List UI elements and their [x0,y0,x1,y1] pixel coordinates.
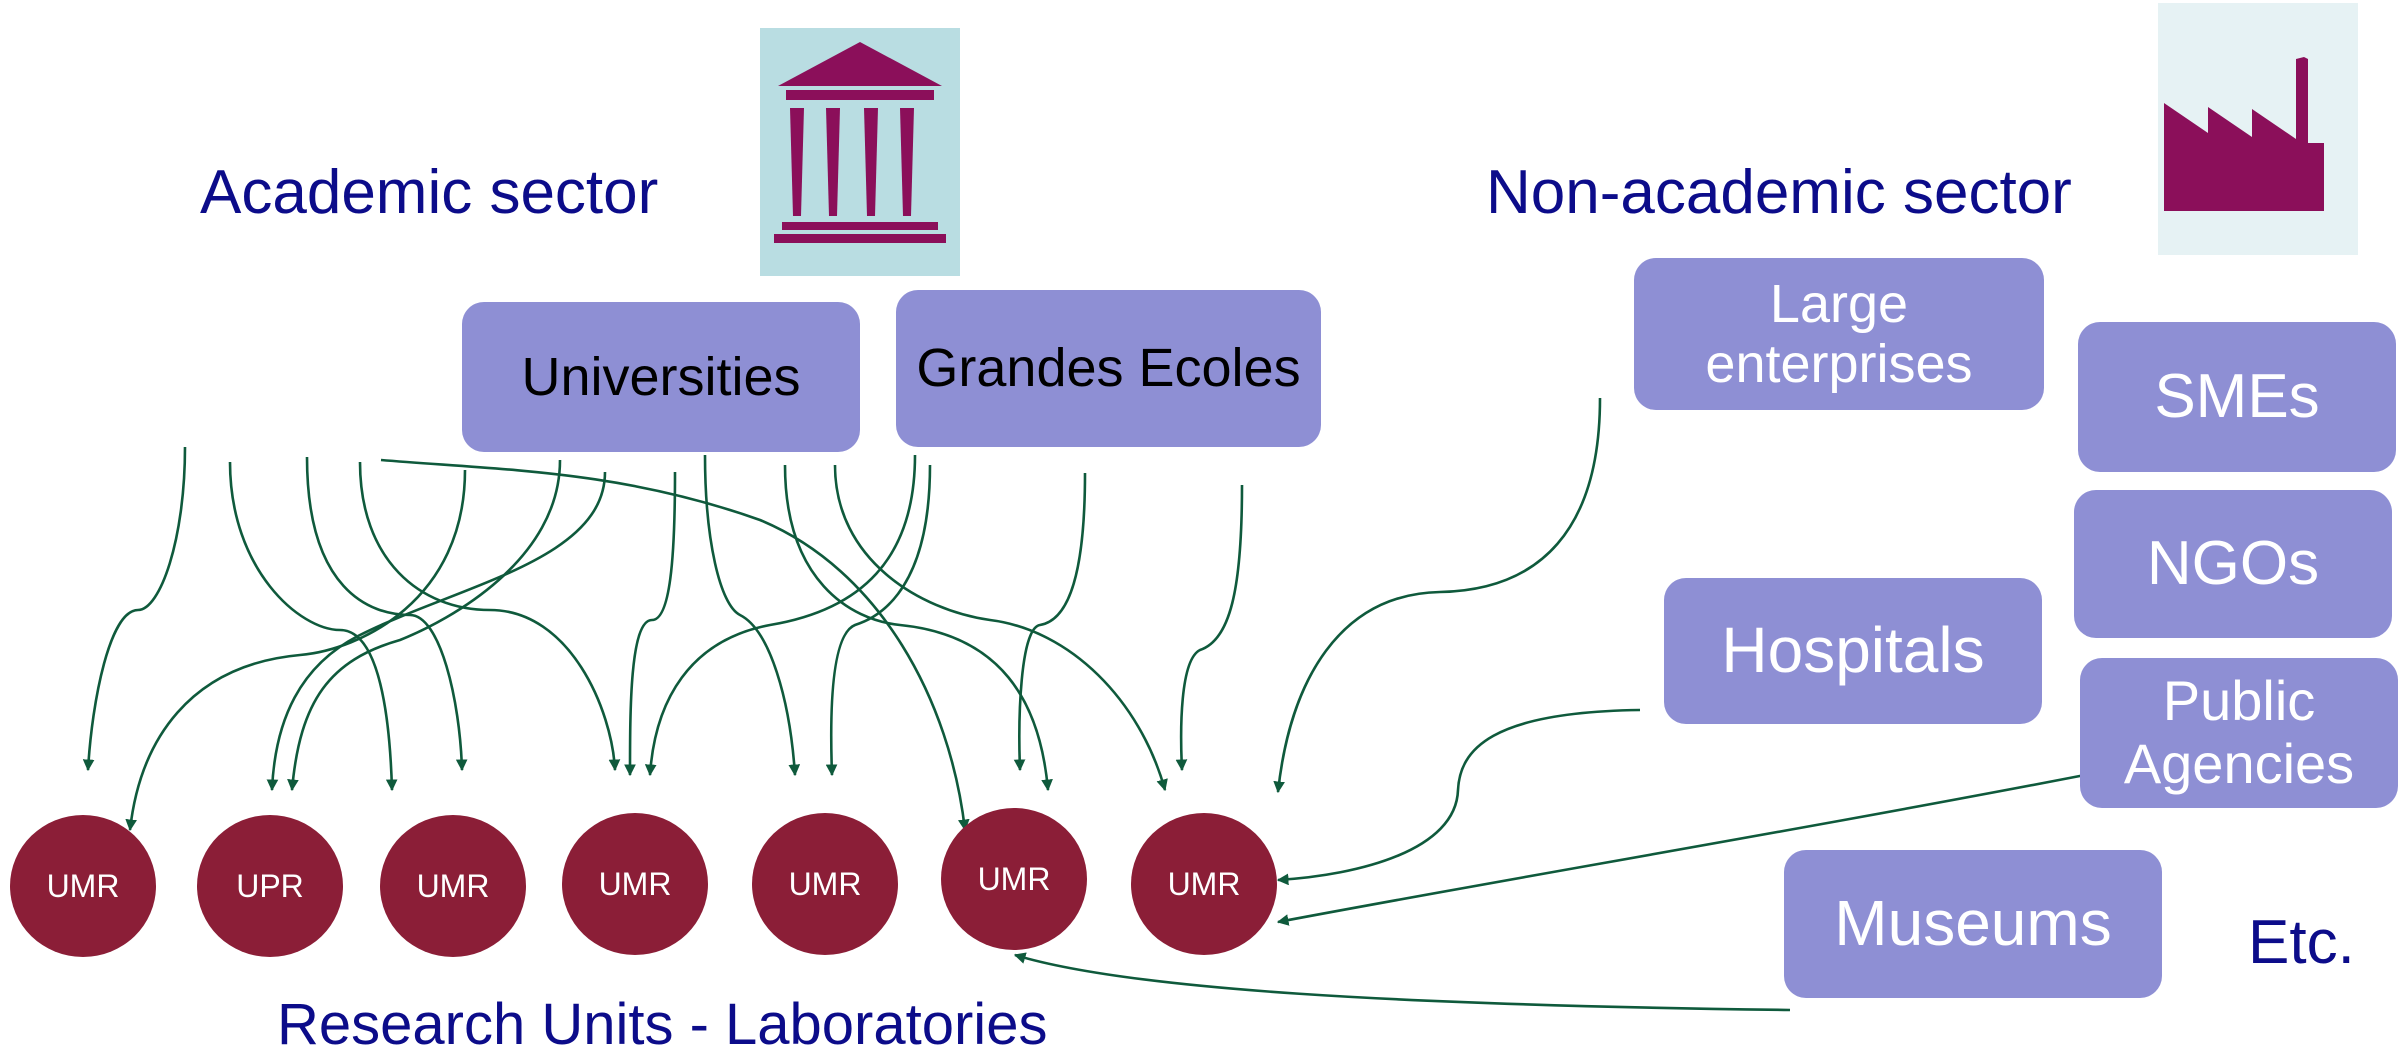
ngos-label: NGOs [2146,529,2320,599]
arrow [228,461,398,792]
factory-icon [2158,3,2358,260]
arrow [266,471,607,792]
arrow [287,459,562,792]
arrow [82,446,187,772]
public-agencies-line-1: Public [2162,669,2316,733]
museums-box: Museums [1784,850,2162,998]
research-unit-node: UMR [1131,813,1277,955]
smes-box: SMEs [2078,322,2396,472]
research-unit-label: UPR [236,867,304,904]
arrow [1276,708,1641,886]
arrow [125,469,467,832]
arrow [783,464,1053,792]
large-enterprises-line-1: Large [1769,273,1909,334]
arrow [1276,773,2086,926]
hospitals-box: Hospitals [1664,578,2042,724]
arrow [1013,472,1087,772]
university-building-icon [760,28,960,281]
arrow [358,461,621,772]
academic-sector-heading: Academic sector [200,158,659,227]
public-agencies-line-2: Agencies [2123,732,2355,795]
ngos-box: NGOs [2074,490,2392,638]
research-unit-label: UMR [46,867,120,904]
grandes-ecoles-label: Grandes Ecoles [916,338,1301,399]
research-unit-node: UMR [10,815,156,957]
arrow [305,456,468,772]
universities-box: Universities [462,302,860,452]
hospitals-label: Hospitals [1721,614,1985,687]
arrow [1175,484,1244,772]
public-agencies-box: Public Agencies [2080,658,2398,808]
arrow [825,464,932,777]
arrow [703,454,801,777]
grandes-ecoles-box: Grandes Ecoles [896,290,1321,447]
research-unit-label: UMR [788,865,862,902]
research-unit-label: UMR [977,860,1051,897]
research-unit-node: UMR [752,813,898,955]
non-academic-sector-heading: Non-academic sector [1486,158,2072,227]
research-unit-label: UMR [598,865,672,902]
research-unit-label: UMR [416,867,490,904]
research-units-heading: Research Units - Laboratories [277,992,1048,1045]
research-unit-label: UMR [1167,865,1241,902]
research-unit-node: UMR [562,813,708,955]
research-unit-node: UMR [941,808,1087,950]
arrow [833,464,1168,792]
arrow [1013,952,1791,1012]
museums-label: Museums [1834,887,2112,960]
arrow [1273,397,1602,794]
large-enterprises-box: Large enterprises [1634,258,2044,410]
arrow [644,454,917,777]
research-unit-node: UMR [380,815,526,957]
large-enterprises-line-2: enterprises [1705,334,1973,394]
smes-label: SMEs [2154,362,2320,432]
etc-label: Etc. [2248,908,2355,977]
arrow [380,458,970,832]
research-unit-node: UPR [197,815,343,957]
universities-label: Universities [521,346,801,407]
arrow [624,471,677,777]
